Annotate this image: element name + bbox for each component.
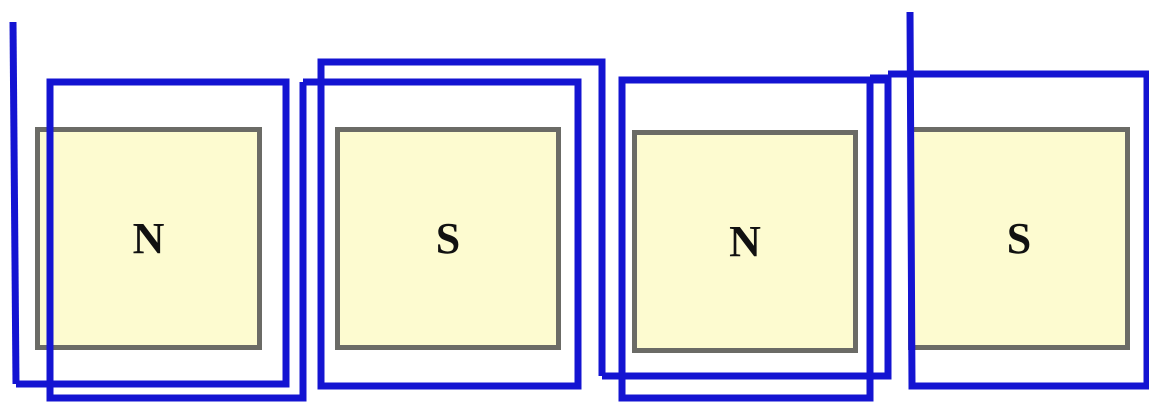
pole-label-1: N: [132, 213, 165, 263]
magnet-pole-3: N: [632, 130, 858, 353]
magnet-pole-2: S: [335, 127, 561, 350]
pole-label-4: S: [1006, 213, 1032, 263]
magnet-pole-4: S: [908, 127, 1130, 350]
pole-label-2: S: [435, 213, 461, 263]
pole-label-3: N: [729, 216, 761, 266]
winding-lead-left: [9, 21, 20, 385]
magnet-pole-1: N: [35, 127, 262, 350]
